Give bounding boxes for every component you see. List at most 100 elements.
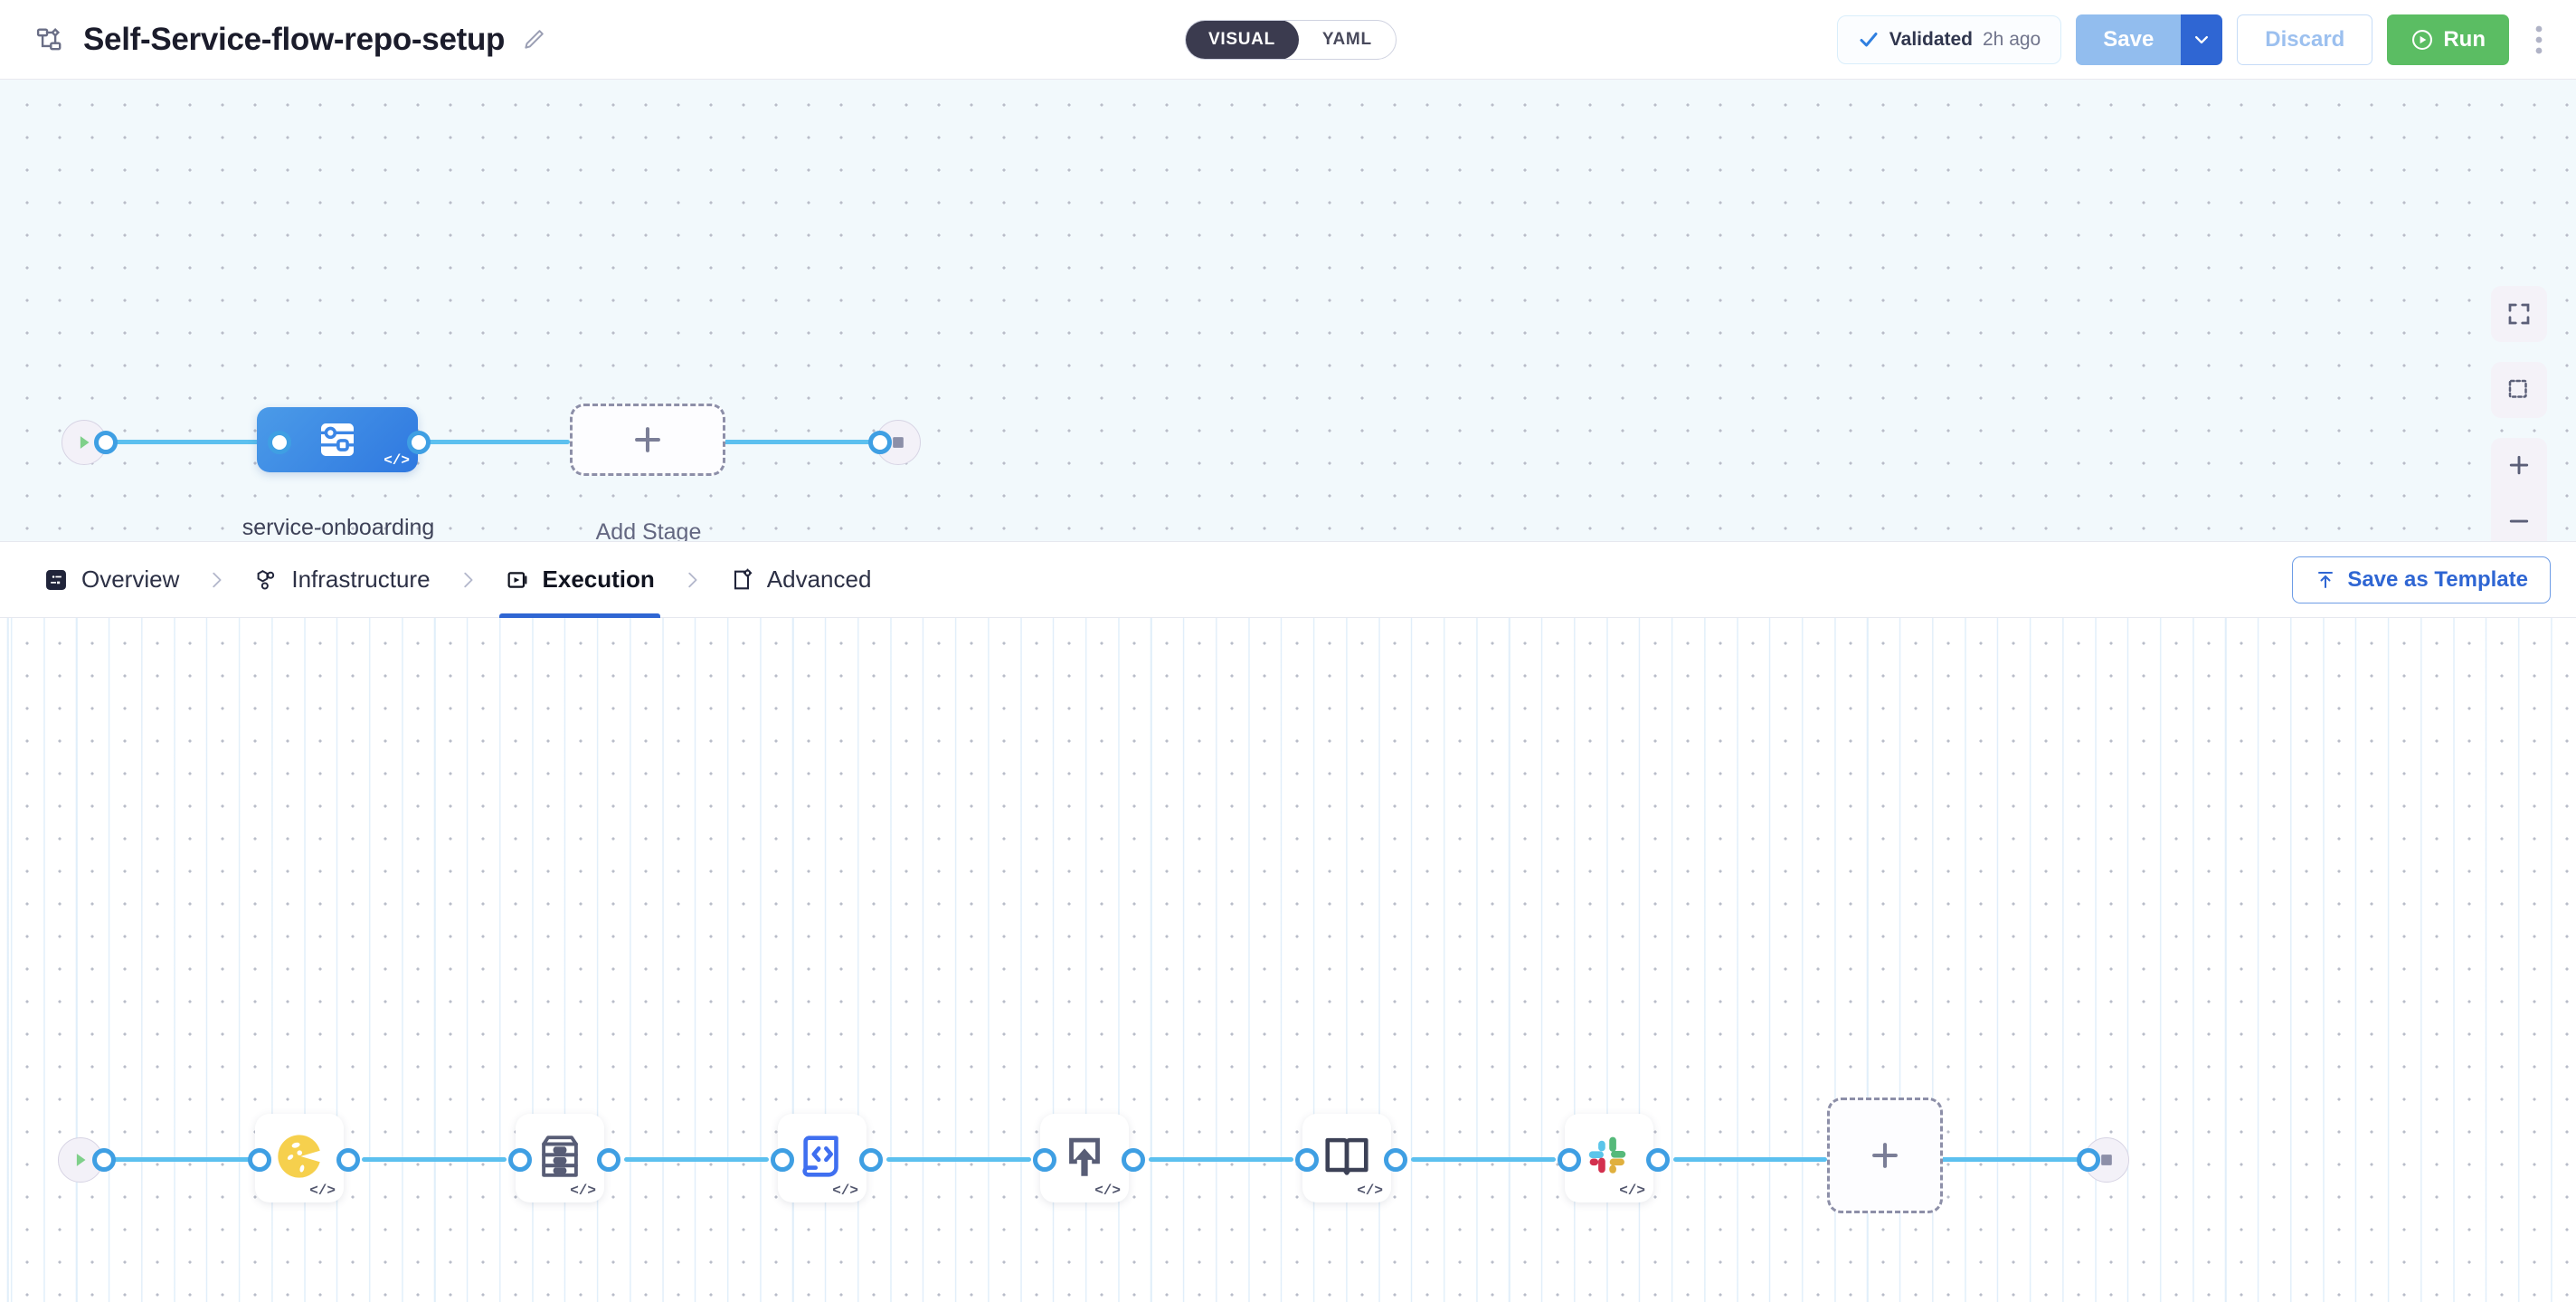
port-step-3-in[interactable]: [771, 1148, 794, 1172]
run-label: Run: [2443, 27, 2486, 52]
validated-label: Validated: [1889, 29, 1973, 50]
open-book-icon: [1321, 1130, 1373, 1183]
app-header: Self-Service-flow-repo-setup VISUAL YAML…: [0, 0, 2576, 80]
step-code-badge: </>: [309, 1183, 336, 1199]
add-stage-button[interactable]: [570, 404, 725, 476]
fit-to-screen-button[interactable]: [2491, 286, 2547, 342]
save-as-template-button[interactable]: Save as Template: [2292, 556, 2551, 603]
tab-advanced-label: Advanced: [766, 565, 872, 593]
canvas-controls: [2491, 286, 2547, 541]
edge-step-5-to-6: [1411, 1157, 1556, 1162]
tab-execution[interactable]: Execution: [498, 541, 661, 618]
play-icon: [71, 1150, 90, 1170]
execution-end-node[interactable]: [2084, 1137, 2129, 1183]
minus-icon: [2505, 508, 2533, 537]
save-button-group: Save: [2076, 14, 2223, 65]
tab-infrastructure-label: Infrastructure: [291, 565, 431, 593]
step-code-badge: </>: [570, 1183, 596, 1199]
run-button[interactable]: Run: [2387, 14, 2509, 65]
step-code-badge: </>: [1094, 1183, 1121, 1199]
validated-timestamp: 2h ago: [1983, 29, 2041, 50]
tab-overview[interactable]: Overview: [38, 541, 185, 618]
upload-device-icon: [1058, 1130, 1111, 1183]
marquee-select-button[interactable]: [2491, 362, 2547, 418]
discard-button[interactable]: Discard: [2237, 14, 2373, 65]
upload-template-icon: [2315, 569, 2336, 591]
stop-icon: [2098, 1151, 2116, 1169]
port-step-6-out[interactable]: [1646, 1148, 1670, 1172]
port-step-4-out[interactable]: [1122, 1148, 1145, 1172]
port-exec-start-out[interactable]: [92, 1148, 116, 1172]
edge-step-3-to-4: [886, 1157, 1031, 1162]
port-start-out[interactable]: [94, 431, 118, 454]
port-step-1-out[interactable]: [336, 1148, 360, 1172]
port-step-1-in[interactable]: [248, 1148, 271, 1172]
chevron-down-icon: [2192, 31, 2211, 49]
port-stage-out[interactable]: [407, 431, 431, 454]
edge-addstage-to-end: [724, 440, 879, 444]
tab-advanced[interactable]: Advanced: [724, 541, 877, 618]
save-button[interactable]: Save: [2076, 14, 2182, 65]
execution-steps-canvas[interactable]: </> CookieCutter </> CreateRepo: [0, 618, 2576, 1302]
port-step-2-out[interactable]: [597, 1148, 620, 1172]
port-step-5-in[interactable]: [1295, 1148, 1319, 1172]
code-document-icon: [796, 1130, 848, 1183]
save-as-template-label: Save as Template: [2347, 567, 2528, 592]
play-circle-icon: [2410, 28, 2434, 52]
view-mode-toggle[interactable]: VISUAL YAML: [1185, 20, 1397, 60]
plus-icon: [1865, 1136, 1905, 1175]
view-mode-yaml[interactable]: YAML: [1321, 30, 1372, 49]
more-vertical-icon: [2535, 24, 2543, 55]
play-icon: [74, 432, 94, 452]
tab-separator: [185, 566, 248, 594]
edge-stage-to-addstage: [425, 440, 570, 444]
pencil-edit-icon[interactable]: [521, 27, 546, 52]
page-title: Self-Service-flow-repo-setup: [83, 21, 506, 57]
port-step-5-out[interactable]: [1384, 1148, 1407, 1172]
zoom-in-button[interactable]: [2491, 438, 2547, 494]
file-cabinet-icon: [534, 1130, 586, 1183]
edge-step-6-to-addstep: [1673, 1157, 1827, 1162]
stage-code-badge: </>: [384, 452, 410, 469]
port-exec-end-in[interactable]: [2077, 1148, 2100, 1172]
port-step-3-out[interactable]: [859, 1148, 883, 1172]
infrastructure-icon: [253, 567, 279, 593]
pipeline-diagram-icon: [36, 24, 67, 55]
advanced-icon: [729, 567, 754, 593]
overview-icon: [43, 567, 69, 593]
cookie-icon: [273, 1130, 326, 1183]
check-icon: [1858, 29, 1880, 51]
slack-icon: [1583, 1130, 1635, 1183]
fit-screen-icon: [2505, 300, 2533, 328]
port-end-in[interactable]: [868, 431, 892, 454]
marquee-select-icon: [2505, 376, 2533, 404]
edge-start-to-stage: [107, 440, 279, 444]
tab-overview-label: Overview: [81, 565, 180, 593]
plus-icon: [2505, 451, 2533, 481]
zoom-controls: [2491, 438, 2547, 541]
edge-step-4-to-5: [1149, 1157, 1293, 1162]
edge-step-2-to-3: [624, 1157, 769, 1162]
view-mode-visual[interactable]: VISUAL: [1185, 21, 1299, 59]
port-stage-in[interactable]: [268, 431, 291, 454]
more-options-button[interactable]: [2524, 14, 2554, 65]
tab-infrastructure[interactable]: Infrastructure: [248, 541, 435, 618]
save-dropdown-button[interactable]: [2181, 14, 2223, 65]
add-stage-label: Add Stage: [595, 519, 702, 541]
stop-icon: [889, 433, 907, 451]
tab-execution-label: Execution: [542, 565, 655, 593]
header-left-group: Self-Service-flow-repo-setup: [36, 22, 546, 58]
port-step-2-in[interactable]: [508, 1148, 532, 1172]
edge-step-1-to-2: [362, 1157, 507, 1162]
step-code-badge: </>: [1357, 1183, 1383, 1199]
edge-addstep-to-end: [1936, 1157, 2086, 1162]
plus-icon: [628, 420, 668, 460]
step-code-badge: </>: [1619, 1183, 1645, 1199]
port-step-4-in[interactable]: [1033, 1148, 1056, 1172]
port-step-6-in[interactable]: [1558, 1148, 1581, 1172]
header-actions: Validated 2h ago Save Discard Run: [1836, 0, 2554, 80]
stage-canvas[interactable]: </> service-onboarding Add Stage: [0, 80, 2576, 541]
zoom-out-button[interactable]: [2491, 494, 2547, 541]
add-step-button[interactable]: [1827, 1098, 1943, 1213]
validated-status-badge: Validated 2h ago: [1836, 15, 2062, 64]
